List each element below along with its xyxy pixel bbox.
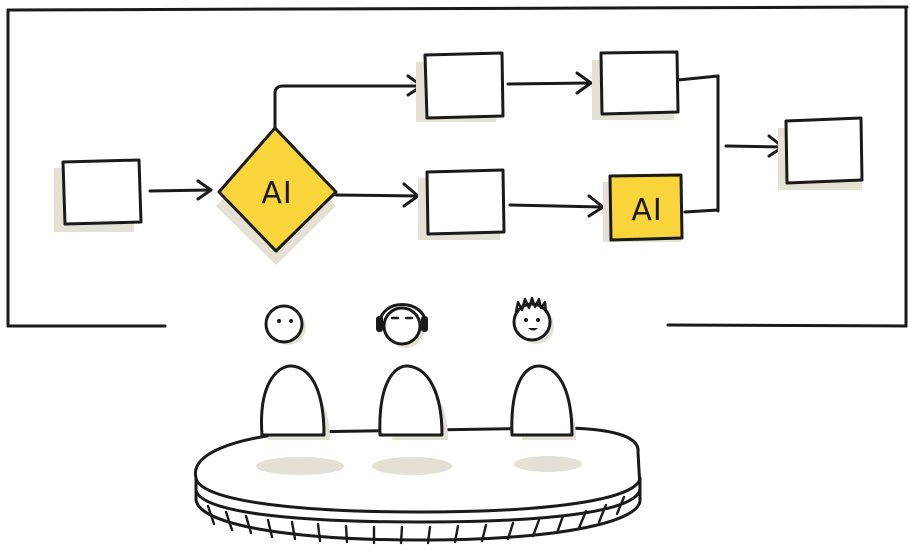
podium-hatching: [206, 495, 626, 545]
arrow-lower-box-1-to-ai-step: [508, 194, 605, 218]
ai-step-box: AI: [603, 173, 684, 242]
person-right-eye: [536, 318, 540, 322]
ai-step-label: AI: [631, 193, 662, 228]
person-left-eye: [277, 319, 281, 323]
whiteboard-frame: [6, 5, 909, 328]
upper-box-1: [416, 51, 505, 122]
person-left-eye: [289, 319, 293, 323]
person-left: [260, 304, 330, 440]
headphones-right-cup: [421, 316, 428, 332]
headphones-left-cup: [376, 316, 383, 332]
arrow-upper-box-1-to-2: [506, 71, 593, 95]
person-right-mouth: [528, 328, 538, 331]
upper-box-2: [592, 50, 680, 120]
podium: [193, 426, 642, 545]
person-right: [510, 296, 576, 440]
final-box: [778, 116, 864, 190]
ai-decision-label: AI: [261, 176, 292, 211]
start-box: [54, 158, 143, 232]
arrow-ai-to-upper-box: [273, 74, 424, 130]
lower-box-1: [418, 168, 506, 240]
arrow-ai-to-lower-box: [334, 182, 420, 208]
ai-decision-diamond: AI: [216, 126, 338, 265]
arrow-merge-to-final: [724, 134, 785, 158]
person-right-eye: [524, 318, 528, 322]
merge-connector: [676, 74, 720, 214]
person-right-hair: [514, 296, 548, 314]
person-middle-headphones: [376, 303, 448, 440]
arrow-start-to-ai: [148, 179, 213, 201]
